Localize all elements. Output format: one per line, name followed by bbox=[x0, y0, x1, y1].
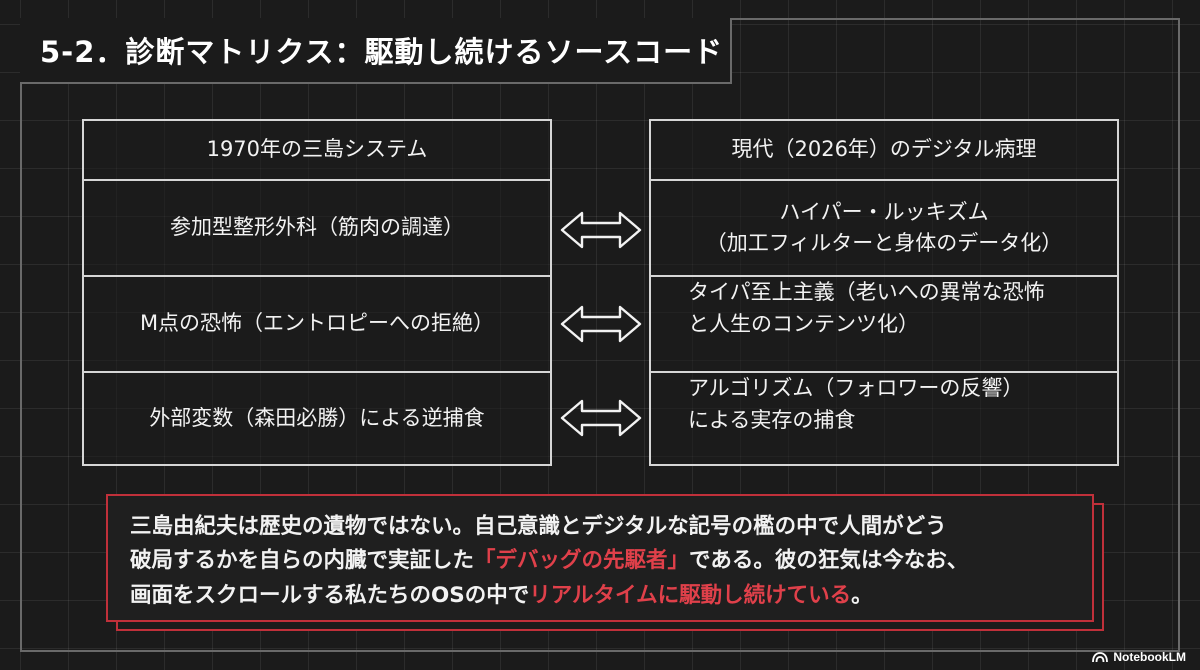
left-row-2-label: M点の恐怖（エントロピーへの拒絶） bbox=[139, 311, 495, 336]
quote-highlight-realtime: リアルタイムに駆動し続けている bbox=[529, 582, 852, 608]
right-row-1-line-1: ハイパー・ルッキズム bbox=[779, 199, 989, 224]
quote-line-3-text-b: 。 bbox=[851, 582, 873, 608]
right-row-2: タイパ至上主義（老いへの異常な恐怖 と人生のコンテンツ化） bbox=[651, 277, 1117, 373]
title-box: 5-2．診断マトリクス：駆動し続けるソースコード bbox=[20, 18, 732, 84]
quote-line-1: 三島由紀夫は歴史の遺物ではない。自己意識とデジタルな記号の檻の中で人間がどう bbox=[130, 510, 1092, 544]
right-row-3: アルゴリズム（フォロワーの反響） による実存の捕食 bbox=[651, 373, 1117, 464]
double-arrow-icon bbox=[560, 305, 642, 343]
right-row-1: ハイパー・ルッキズム （加工フィルターと身体のデータ化） bbox=[651, 181, 1117, 277]
notebooklm-logo-icon bbox=[1092, 651, 1109, 662]
quote-highlight-debug-pioneer: 「デバッグの先駆者」 bbox=[474, 548, 690, 574]
left-row-1: 参加型整形外科（筋肉の調達） bbox=[84, 181, 550, 277]
right-table: 現代（2026年）のデジタル病理 ハイパー・ルッキズム （加工フィルターと身体の… bbox=[649, 119, 1119, 466]
quote-line-3: 画面をスクロールする私たちのOSの中でリアルタイムに駆動し続けている。 bbox=[130, 579, 1092, 613]
double-arrow-icon bbox=[560, 399, 642, 437]
right-row-2-line-1: タイパ至上主義（老いへの異常な恐怖 bbox=[688, 280, 1045, 304]
quote-line-3-text-a: 画面をスクロールする私たちのOSの中で bbox=[130, 582, 530, 608]
brand-watermark: NotebookLM bbox=[1092, 650, 1186, 664]
left-header: 1970年の三島システム bbox=[84, 121, 550, 181]
double-arrow-icon bbox=[560, 211, 642, 249]
brand-label: NotebookLM bbox=[1113, 650, 1186, 664]
quote-line-2: 破局するかを自らの内臓で実証した「デバッグの先駆者」である。彼の狂気は今なお、 bbox=[130, 544, 1092, 578]
left-row-2: M点の恐怖（エントロピーへの拒絶） bbox=[84, 277, 550, 373]
right-header: 現代（2026年）のデジタル病理 bbox=[651, 121, 1117, 181]
left-row-1-label: 参加型整形外科（筋肉の調達） bbox=[170, 215, 464, 240]
right-row-2-line-2: と人生のコンテンツ化） bbox=[688, 311, 919, 336]
left-header-label: 1970年の三島システム bbox=[206, 137, 428, 162]
right-row-3-line-1: アルゴリズム（フォロワーの反響） bbox=[688, 376, 1024, 400]
left-row-3-label: 外部変数（森田必勝）による逆捕食 bbox=[149, 405, 485, 430]
quote-box: 三島由紀夫は歴史の遺物ではない。自己意識とデジタルな記号の檻の中で人間がどう 破… bbox=[106, 494, 1094, 622]
quote-line-2-text-b: である。彼の狂気は今なお、 bbox=[689, 548, 969, 574]
quote-line-1-text: 三島由紀夫は歴史の遺物ではない。自己意識とデジタルな記号の檻の中で人間がどう bbox=[130, 514, 947, 539]
quote-line-2-text-a: 破局するかを自らの内臓で実証した bbox=[130, 548, 475, 574]
right-row-1-line-2: （加工フィルターと身体のデータ化） bbox=[705, 231, 1063, 255]
right-header-label: 現代（2026年）のデジタル病理 bbox=[731, 137, 1037, 162]
left-table: 1970年の三島システム 参加型整形外科（筋肉の調達） M点の恐怖（エントロピー… bbox=[82, 119, 552, 466]
page-title: 5-2．診断マトリクス：駆動し続けるソースコード bbox=[40, 35, 724, 69]
right-row-3-line-2: による実存の捕食 bbox=[688, 407, 856, 432]
left-row-3: 外部変数（森田必勝）による逆捕食 bbox=[84, 373, 550, 464]
